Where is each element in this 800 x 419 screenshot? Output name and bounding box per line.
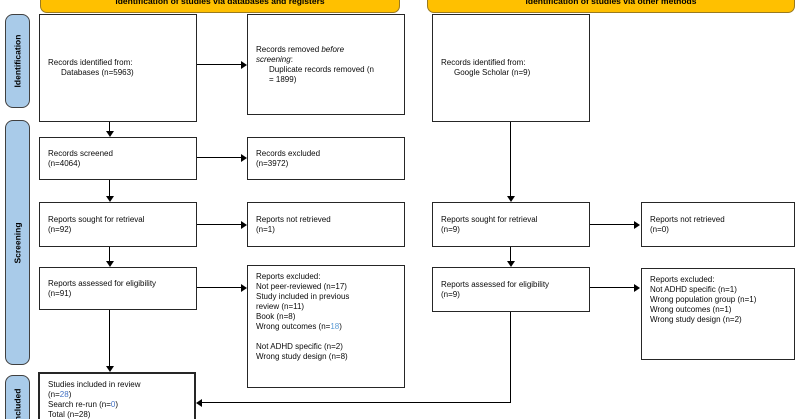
text-line: Reports excluded:	[650, 275, 715, 284]
text-line: (n=0)	[650, 224, 669, 234]
text-line: (n=91)	[48, 288, 72, 298]
text-line: (n=1)	[256, 224, 275, 234]
arrow-l1-l2-head	[106, 131, 114, 137]
arrow-l4-r4-line	[197, 287, 241, 289]
text-line: Not peer-reviewed (n=17)	[256, 282, 347, 291]
text-line: Records excluded	[256, 148, 321, 158]
arrow-l2-r2-head	[241, 154, 247, 162]
text-line: Reports not retrieved	[650, 214, 725, 224]
box-reports-not-retrieved-left: Reports not retrieved(n=1)	[247, 202, 405, 247]
stage-included: Included	[5, 375, 30, 419]
text-line: screening:	[256, 54, 293, 64]
box-records-identified-databases: Records identified from:Databases (n=596…	[39, 14, 197, 122]
arrow-rr2-re1-head	[634, 221, 640, 229]
arrow-l3-r3-line	[197, 224, 241, 226]
header-databases-registers-label: Identification of studies via databases …	[115, 0, 325, 6]
box-reports-excluded-left: Reports excluded:Not peer-reviewed (n=17…	[247, 265, 405, 388]
text-line: Not ADHD specific (n=1)	[650, 285, 737, 294]
text-line: Databases (n=5963)	[61, 68, 134, 77]
text-line: (n=4064)	[48, 158, 81, 168]
box-reports-not-retrieved-right: Reports not retrieved(n=0)	[641, 202, 795, 247]
arrow-rr3-re2-head	[634, 284, 640, 292]
connector-rr3-down-line	[510, 312, 512, 403]
text-line: Studies included in review	[48, 380, 141, 389]
text-line: Study included in previous	[256, 292, 350, 301]
arrow-rr1-rr2-head	[507, 196, 515, 202]
header-databases-registers: Identification of studies via databases …	[40, 0, 400, 13]
box-studies-included: Studies included in review(n=28)Search r…	[38, 372, 196, 419]
text-line: Search re-run (n=0)	[48, 400, 119, 409]
arrow-rr2-rr3-line	[510, 247, 512, 261]
arrow-l2-l3-head	[106, 196, 114, 202]
box-records-identified-other: Records identified from:Google Scholar (…	[432, 14, 590, 122]
text-line: Records identified from:	[48, 58, 133, 67]
text-line: Wrong study design (n=8)	[256, 352, 348, 361]
text-line: Wrong outcomes (n=1)	[650, 305, 732, 314]
stage-included-label: Included	[12, 388, 23, 419]
stage-screening-label: Screening	[12, 221, 23, 264]
arrow-rr2-re1-line	[590, 224, 634, 226]
text-line: Wrong population group (n=1)	[650, 295, 757, 304]
text-line: (n=92)	[48, 224, 72, 234]
stage-screening: Screening	[5, 120, 30, 365]
arrow-l1-r1-line	[197, 64, 241, 66]
arrow-rr3-re2-line	[590, 287, 634, 289]
text-line: Reports not retrieved	[256, 214, 331, 224]
arrow-rr1-rr2-line	[510, 122, 512, 196]
arrow-l1-r1-head	[241, 61, 247, 69]
text-line: Reports sought for retrieval	[48, 214, 145, 224]
stage-identification: Identification	[5, 14, 30, 108]
arrow-l4-r4-head	[241, 284, 247, 292]
text-line: Records identified from:	[441, 58, 526, 67]
arrow-l4-l5-head	[106, 366, 114, 372]
arrow-l2-l3-line	[109, 180, 111, 196]
text-line: Wrong study design (n=2)	[650, 315, 742, 324]
connector-rr3-l5-line	[202, 402, 511, 404]
arrow-l2-r2-line	[197, 157, 241, 159]
text-line: Not ADHD specific (n=2)	[256, 342, 343, 351]
box-reports-assessed-left: Reports assessed for eligibility(n=91)	[39, 267, 197, 310]
text-line: (n=28)	[48, 390, 72, 399]
box-reports-assessed-right: Reports assessed for eligibility(n=9)	[432, 267, 590, 312]
text-line: Wrong outcomes (n=18)	[256, 322, 342, 331]
text-line: (n=9)	[441, 289, 460, 299]
text-line: Reports assessed for eligibility	[441, 279, 550, 289]
arrow-l3-l4-head	[106, 261, 114, 267]
text-line: Reports sought for retrieval	[441, 214, 538, 224]
text-line: Duplicate records removed (n	[269, 64, 374, 74]
text-line: Total (n=28)	[48, 410, 91, 419]
arrow-l3-r3-head	[241, 221, 247, 229]
box-reports-sought-left: Reports sought for retrieval(n=92)	[39, 202, 197, 247]
stage-identification-label: Identification	[12, 34, 23, 88]
text-line: Reports assessed for eligibility	[48, 278, 157, 288]
text-line: Records removed before	[256, 44, 345, 54]
box-reports-sought-right: Reports sought for retrieval(n=9)	[432, 202, 590, 247]
text-line: (n=3972)	[256, 158, 289, 168]
text-line: = 1899)	[269, 74, 297, 84]
text-line	[256, 332, 401, 342]
text-line: review (n=11)	[256, 302, 305, 311]
header-other-methods: Identification of studies via other meth…	[427, 0, 795, 13]
arrow-l3-l4-line	[109, 247, 111, 261]
box-records-screened: Records screened(n=4064)	[39, 137, 197, 180]
text-line: Reports excluded:	[256, 272, 321, 281]
arrow-l4-l5-line	[109, 310, 111, 366]
text-line: Records screened	[48, 148, 113, 158]
text-line: Google Scholar (n=9)	[454, 68, 531, 77]
connector-rr3-l5-head	[196, 399, 202, 407]
text-line: (n=9)	[441, 224, 460, 234]
text-line: Book (n=8)	[256, 312, 296, 321]
arrow-rr2-rr3-head	[507, 261, 515, 267]
arrow-l1-l2-line	[109, 122, 111, 131]
header-other-methods-label: Identification of studies via other meth…	[525, 0, 697, 6]
box-reports-excluded-right: Reports excluded:Not ADHD specific (n=1)…	[641, 268, 795, 360]
box-records-excluded: Records excluded(n=3972)	[247, 137, 405, 180]
